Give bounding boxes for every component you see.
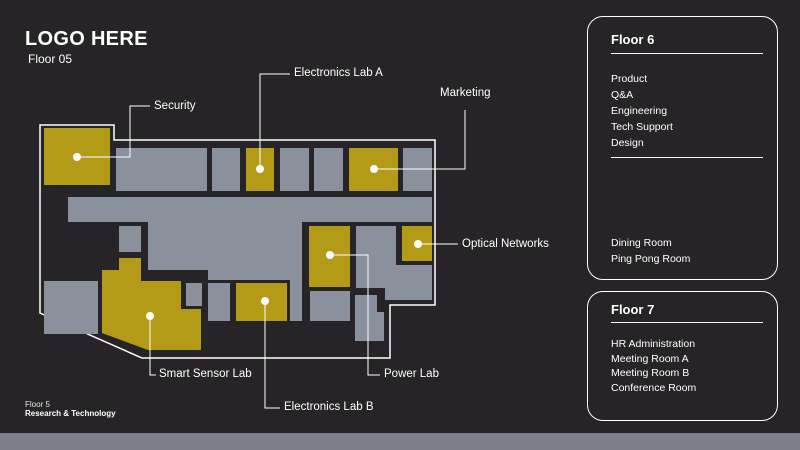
list-item: Tech Support	[611, 121, 673, 133]
room	[310, 291, 350, 321]
bottom-bar	[0, 433, 800, 450]
callout-lines	[77, 73, 466, 409]
electronics-lab-a-leader	[259, 73, 290, 169]
security-dot	[73, 153, 81, 161]
power-lab-leader	[330, 254, 380, 376]
smart-sensor-lab-label: Smart Sensor Lab	[159, 368, 252, 380]
electronics-lab-a-dot	[256, 165, 264, 173]
footer-department: Research & Technology	[25, 409, 116, 418]
room	[116, 148, 207, 191]
floor6-list: Product Q&A Engineering Tech Support Des…	[611, 71, 673, 151]
electronics-lab-b-leader	[264, 301, 280, 409]
floor6-panel: Floor 6 Product Q&A Engineering Tech Sup…	[587, 16, 778, 280]
smart-sensor-lab-room	[102, 258, 201, 350]
room	[208, 283, 230, 321]
marketing-dot	[370, 165, 378, 173]
room	[186, 283, 202, 306]
list-item: HR Administration	[611, 338, 696, 350]
marketing-leader	[374, 110, 466, 170]
list-item: Meeting Room B	[611, 367, 690, 379]
floor-plan-map	[39, 73, 466, 409]
room	[355, 295, 384, 341]
electronics-lab-b-label: Electronics Lab B	[284, 401, 374, 413]
power-lab-dot	[326, 251, 334, 259]
room	[212, 148, 240, 191]
security-leader	[77, 105, 150, 158]
room	[280, 148, 309, 191]
floor7-title: Floor 7	[611, 302, 655, 317]
optical-networks-dot	[414, 240, 422, 248]
floor-label: Floor 05	[28, 52, 73, 66]
floor7-list: HR Administration Meeting Room A Meeting…	[611, 337, 696, 395]
room	[314, 148, 343, 191]
floor7-divider	[611, 322, 763, 323]
logo-text: LOGO HERE	[25, 28, 148, 50]
electronics-lab-b-dot	[261, 297, 269, 305]
list-item: Meeting Room A	[611, 352, 689, 365]
list-item: Engineering	[611, 105, 668, 117]
security-label: Security	[154, 100, 196, 112]
room-blocks	[44, 148, 432, 341]
floor6-divider-mid	[611, 157, 763, 158]
corridor	[68, 197, 432, 321]
smart-sensor-lab-dot	[146, 312, 154, 320]
footer-floor: Floor 5	[25, 400, 50, 409]
smart-sensor-lab-leader	[149, 316, 156, 376]
list-item: Ping Pong Room	[611, 253, 691, 265]
floor7-panel: Floor 7 HR Administration Meeting Room A…	[587, 291, 778, 421]
power-lab-label: Power Lab	[384, 368, 439, 380]
list-item: Product	[611, 73, 648, 85]
optical-networks-label: Optical Networks	[462, 238, 549, 250]
floor6-title: Floor 6	[611, 32, 655, 47]
room	[385, 265, 432, 300]
list-item: Design	[611, 137, 644, 149]
room	[119, 226, 141, 252]
floor6-divider-top	[611, 53, 763, 54]
list-item: Q&A	[611, 89, 634, 101]
floor6-list-2: Dining Room Ping Pong Room	[611, 235, 690, 267]
electronics-lab-a-label: Electronics Lab A	[294, 67, 383, 79]
callout-dots	[73, 153, 422, 320]
list-item: Conference Room	[611, 381, 697, 394]
list-item: Dining Room	[611, 237, 672, 249]
room	[44, 281, 98, 334]
marketing-label: Marketing	[440, 87, 491, 99]
building-outline	[39, 124, 436, 359]
